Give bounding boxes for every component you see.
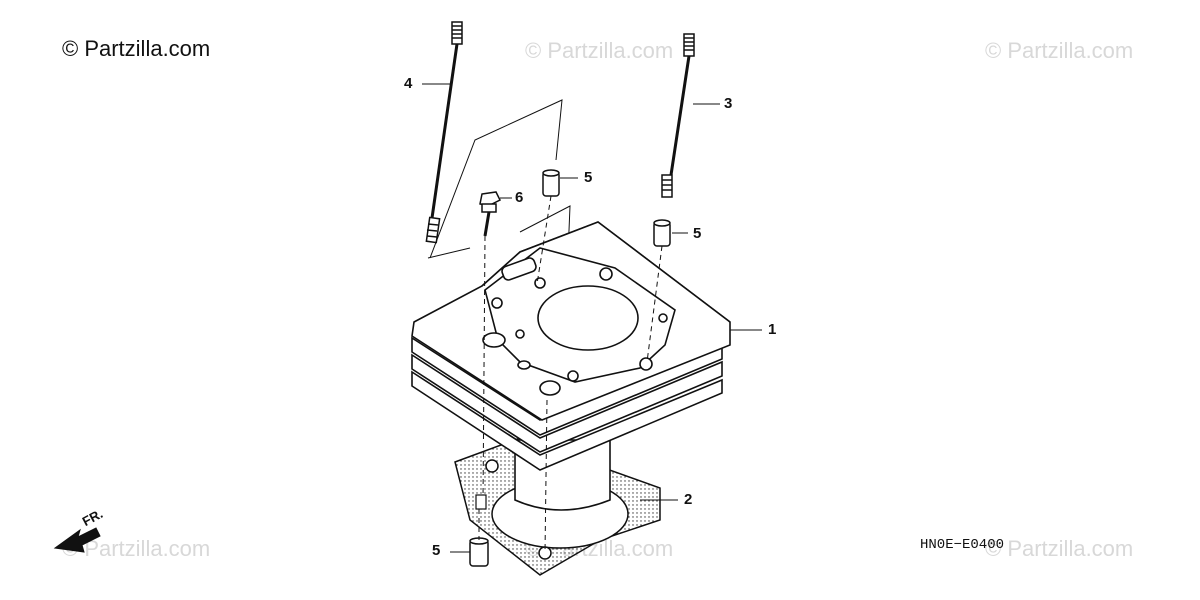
- dowel-pin-top[interactable]: [542, 169, 560, 197]
- callout-3: 3: [724, 95, 733, 112]
- gasket-pin: [475, 494, 487, 510]
- watermark-top-center: © Partzilla.com: [525, 38, 674, 63]
- callout-2: 2: [684, 491, 693, 508]
- callout-5-bottom: 5: [432, 542, 441, 559]
- partzilla-copyright: © Partzilla.com: [62, 36, 211, 61]
- watermark-bottom-right: © Partzilla.com: [985, 536, 1134, 561]
- callout-5-top: 5: [584, 169, 593, 186]
- diagram-code: HN0E−E0400: [920, 537, 1005, 553]
- stud-bolt-left[interactable]: [425, 21, 463, 244]
- dowel-pin-middle[interactable]: [653, 219, 671, 247]
- watermark-top-right: © Partzilla.com: [985, 38, 1134, 63]
- callout-6: 6: [515, 189, 524, 206]
- callout-4: 4: [404, 75, 413, 92]
- callout-1: 1: [768, 321, 777, 338]
- dowel-pin-bottom[interactable]: [469, 537, 489, 567]
- front-arrow-icon: [53, 527, 101, 553]
- stud-bolt-right[interactable]: [661, 33, 695, 198]
- flange-bolt[interactable]: [479, 191, 502, 237]
- cylinder[interactable]: [411, 221, 731, 511]
- leader-lines: [422, 83, 762, 554]
- callout-5-middle: 5: [693, 225, 702, 242]
